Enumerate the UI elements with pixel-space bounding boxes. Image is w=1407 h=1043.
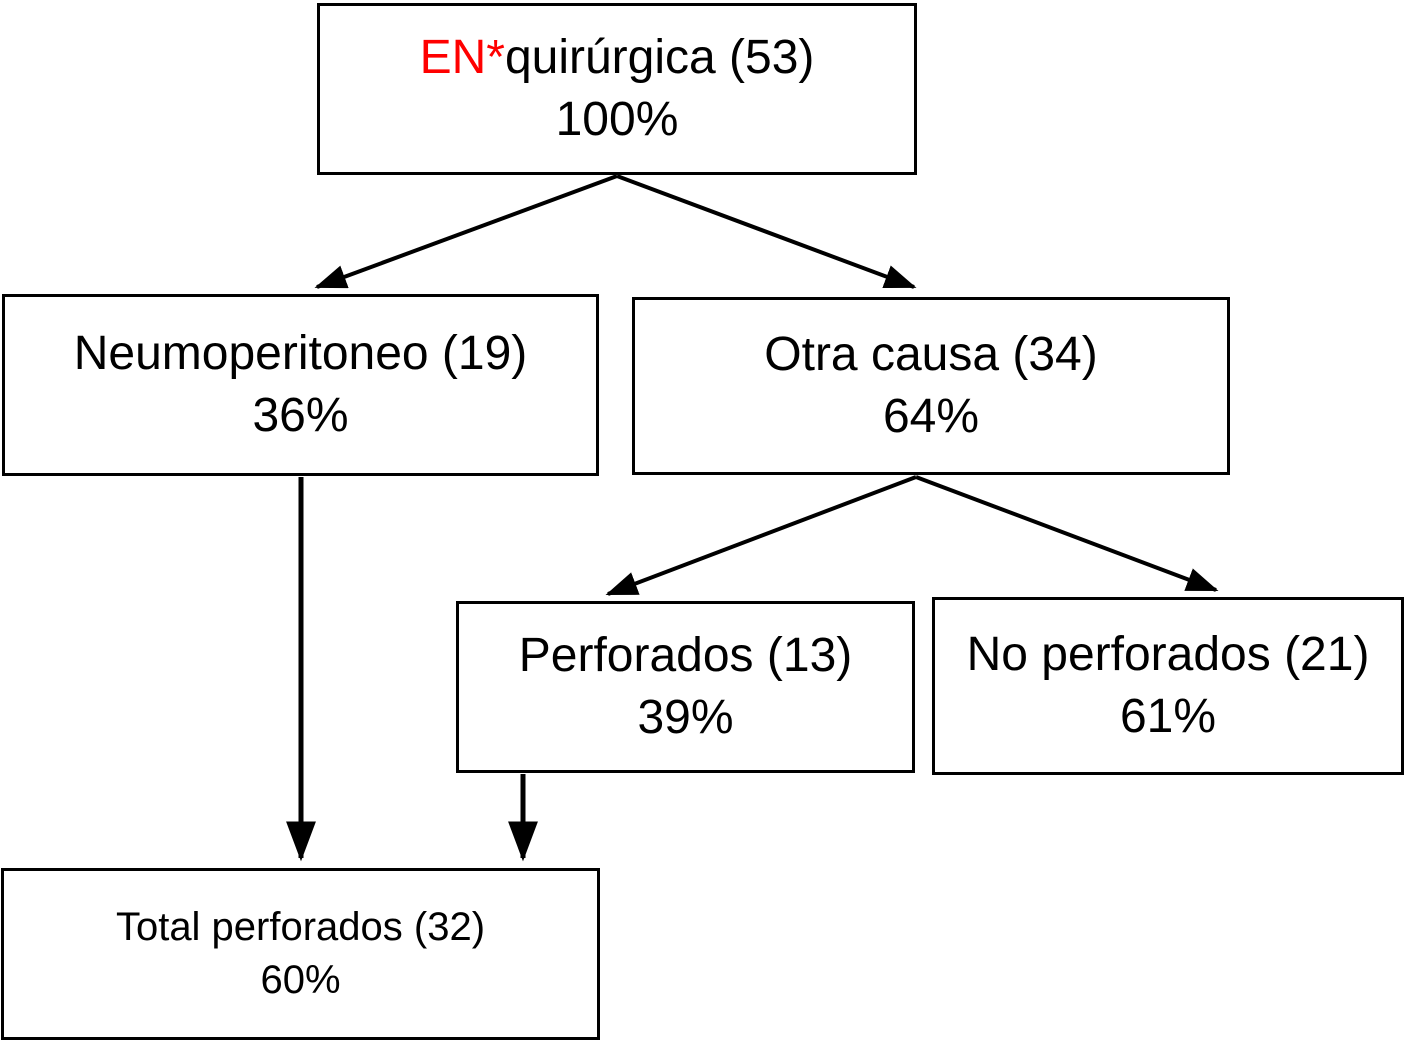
node-en-quirurgica: EN*quirúrgica (53) 100%	[317, 3, 917, 175]
arrow-otra-causa-to-perforados	[605, 475, 917, 596]
node-no-perforados-label: No perforados (21)	[966, 628, 1370, 681]
node-total-perforados-label: Total perforados (32)	[115, 905, 486, 949]
arrow-root-to-otra-causa	[616, 174, 917, 289]
node-en-quirurgica-label-rest: quirúrgica (53)	[504, 31, 815, 84]
node-en-quirurgica-label-highlight: EN*	[419, 31, 505, 84]
arrow-otra-causa-to-no-perforados	[915, 475, 1219, 592]
node-otra-causa: Otra causa (34) 64%	[632, 297, 1230, 475]
node-neumoperitoneo-percent: 36%	[252, 389, 349, 442]
node-total-perforados: Total perforados (32) 60%	[1, 868, 600, 1040]
node-perforados: Perforados (13) 39%	[456, 601, 915, 773]
node-perforados-percent: 39%	[637, 691, 734, 744]
node-otra-causa-percent: 64%	[882, 390, 980, 443]
node-no-perforados: No perforados (21) 61%	[932, 597, 1404, 775]
node-neumoperitoneo: Neumoperitoneo (19) 36%	[2, 294, 599, 476]
node-neumoperitoneo-label: Neumoperitoneo (19)	[73, 327, 528, 380]
node-no-perforados-percent: 61%	[1119, 690, 1217, 743]
node-otra-causa-label: Otra causa (34)	[764, 328, 1098, 381]
node-en-quirurgica-percent: 100%	[555, 93, 679, 146]
node-en-quirurgica-label: EN*quirúrgica (53)	[420, 27, 815, 89]
node-total-perforados-percent: 60%	[260, 958, 341, 1002]
arrow-root-to-neumoperitoneo	[314, 174, 618, 289]
node-perforados-label: Perforados (13)	[518, 629, 853, 682]
